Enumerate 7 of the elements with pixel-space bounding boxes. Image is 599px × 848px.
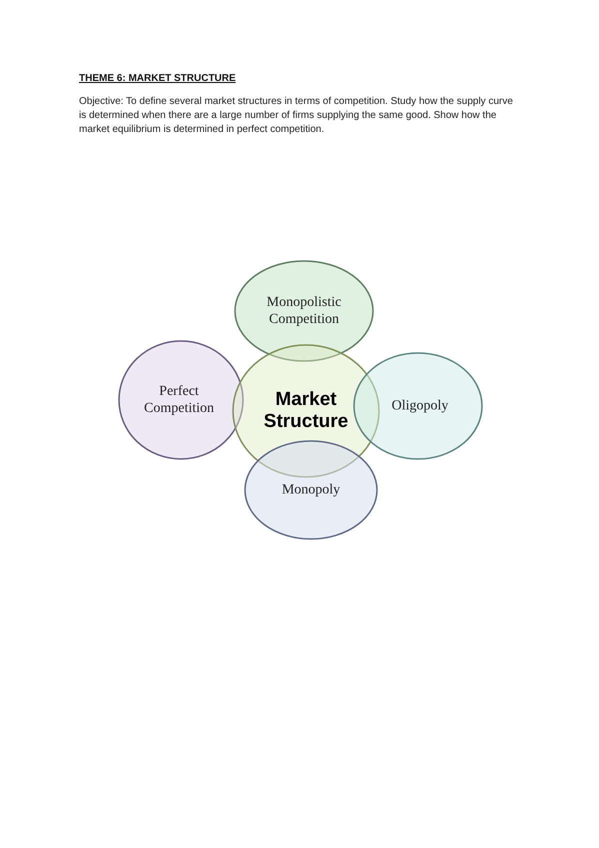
page-heading: THEME 6: MARKET STRUCTURE — [79, 73, 236, 84]
objective-paragraph: Objective: To define several market structures in terms of competition. Study how the supply curve is determined when there are a large number of firms supplying the same good. Show how the market equilibrium is determined in perfect competition. — [79, 95, 514, 137]
category-label: Oligopoly — [390, 398, 450, 414]
category-label: Monopolistic Competition — [266, 294, 342, 328]
category-label: Perfect Competition — [143, 383, 215, 417]
central-label: Market Structure — [262, 389, 350, 433]
category-label: Monopoly — [280, 482, 342, 498]
